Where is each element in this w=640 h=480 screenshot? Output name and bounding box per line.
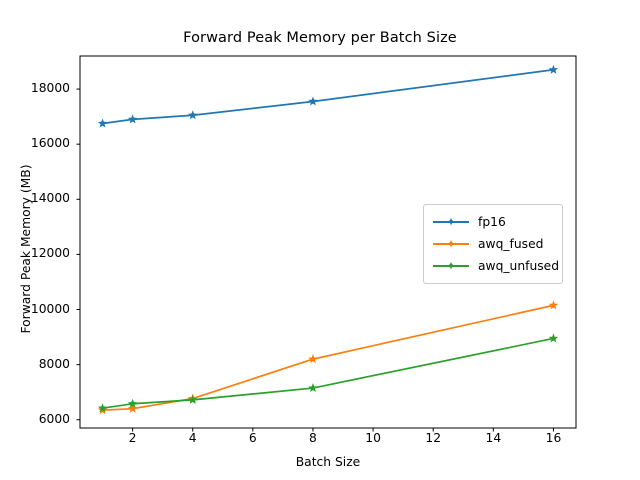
y-tick-label: 8000	[38, 356, 70, 371]
y-tick-label: 14000	[30, 191, 70, 206]
legend-label-fp16: fp16	[478, 215, 506, 229]
chart-title: Forward Peak Memory per Batch Size	[183, 30, 457, 46]
legend-item: ✦ fp16	[431, 211, 555, 233]
legend-label-awq-fused: awq_fused	[478, 237, 544, 251]
legend-swatch-awq-unfused: ✦	[431, 257, 471, 275]
x-tick-label: 14	[485, 431, 502, 445]
legend-swatch-awq-fused: ✦	[431, 235, 471, 253]
legend-item: ✦ awq_fused	[431, 233, 555, 255]
y-tick-label: 6000	[38, 411, 70, 426]
x-tick-label: 8	[309, 431, 317, 445]
series-awq_fused	[97, 300, 559, 415]
y-tick-label: 12000	[30, 246, 70, 261]
x-tick-label: 6	[248, 431, 257, 445]
x-axis-label: Batch Size	[295, 455, 361, 469]
x-tick-label: 12	[425, 431, 442, 445]
legend-label-awq-unfused: awq_unfused	[478, 259, 560, 273]
y-tick-label: 16000	[30, 136, 70, 151]
series-awq_unfused	[97, 333, 559, 413]
x-tick-label: 16	[545, 431, 562, 445]
y-tick-label: 18000	[30, 81, 70, 96]
chart-legend: ✦ fp16 ✦ awq_fused ✦ awq_unfused	[423, 204, 563, 284]
x-tick-label: 4	[188, 431, 197, 445]
y-tick-label: 10000	[30, 301, 70, 316]
x-tick-label: 10	[365, 431, 381, 445]
axes-frame	[79, 55, 577, 429]
legend-swatch-fp16: ✦	[431, 213, 471, 231]
series-fp16	[97, 64, 559, 128]
x-tick-label: 2	[128, 431, 137, 445]
legend-item: ✦ awq_unfused	[431, 255, 559, 277]
